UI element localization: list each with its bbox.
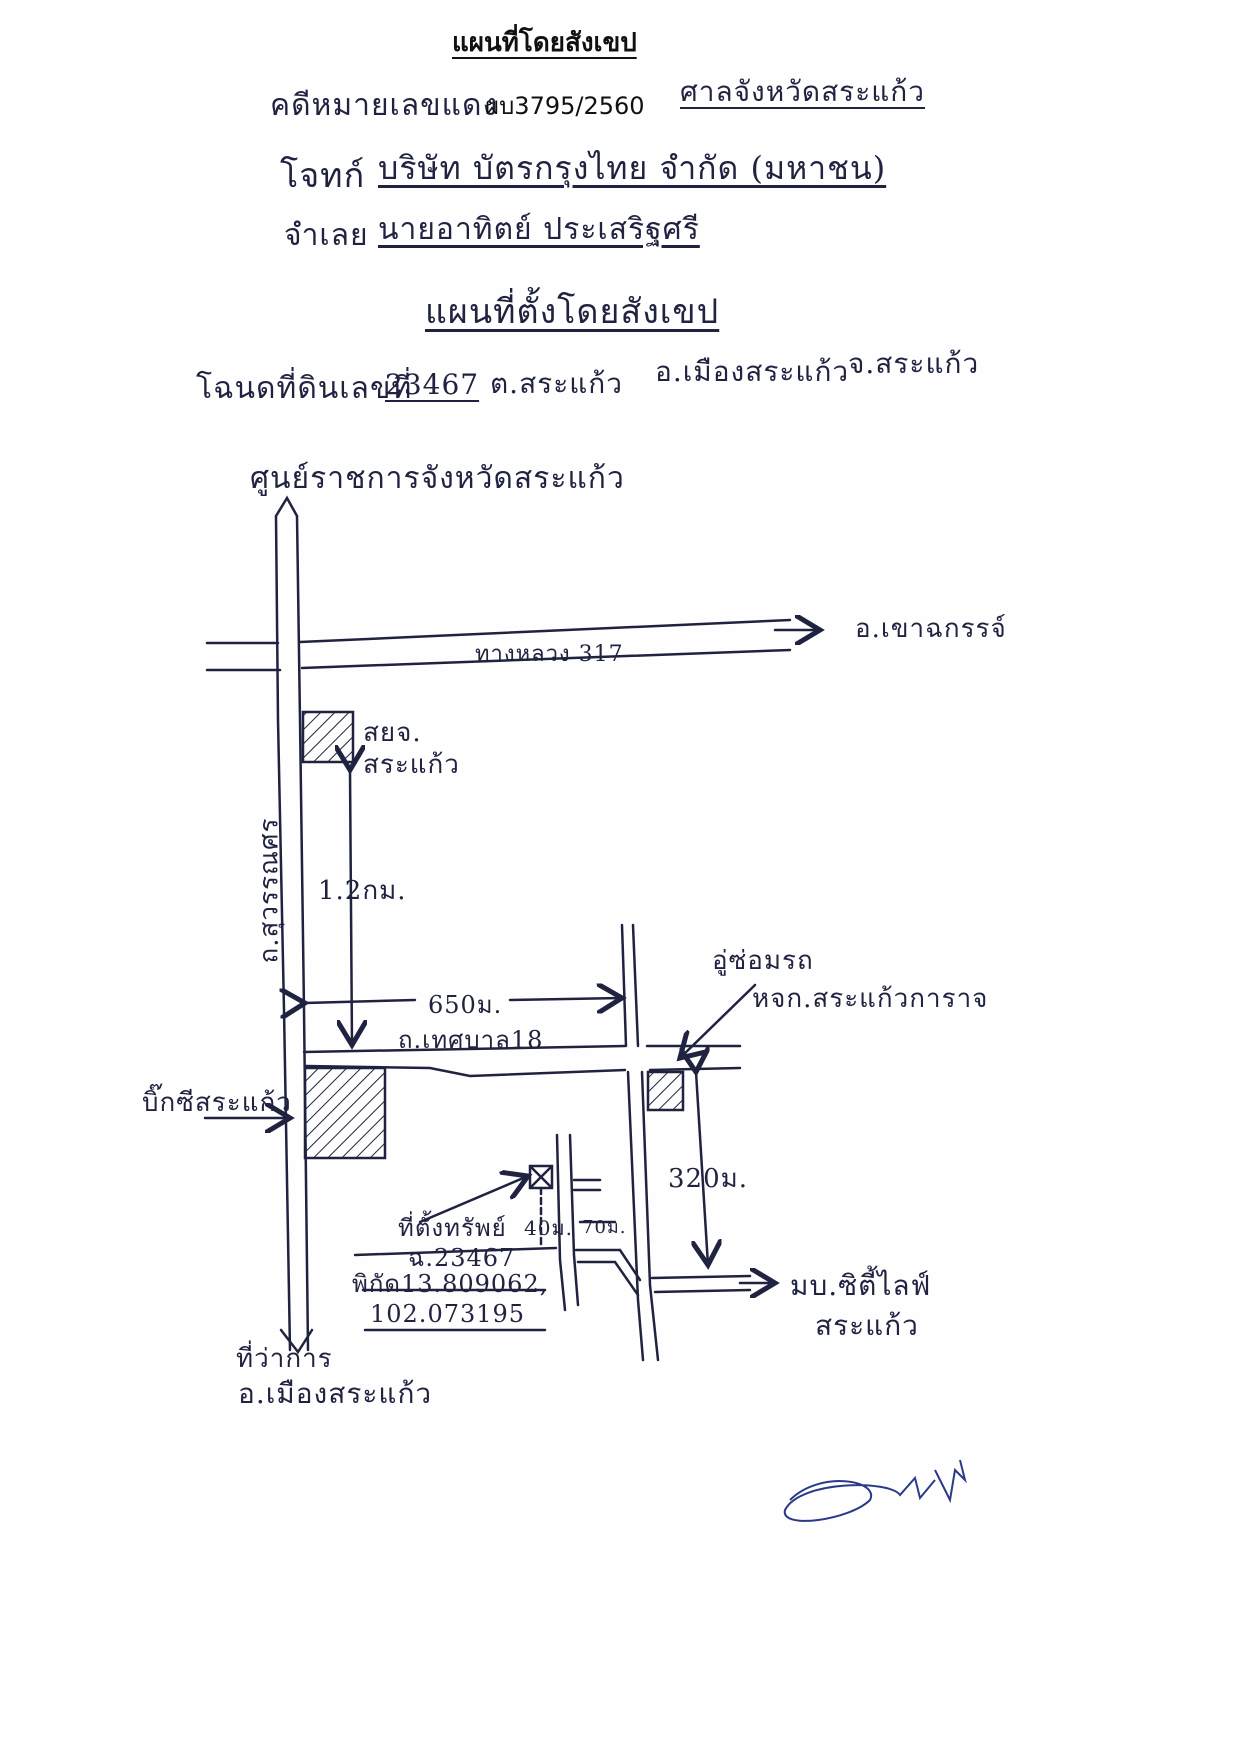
lane-junction-top (574, 1248, 642, 1282)
side-road-label: ถ.เทศบาล18 (398, 1026, 544, 1054)
coords-underline (353, 1246, 558, 1332)
property-deed-label: ฉ.23467 (408, 1244, 516, 1272)
lane-right (568, 1133, 580, 1307)
distance-40-label: 40ม. (524, 1216, 573, 1240)
garage-label-line2: หจก.สระแก้วการาจ (752, 984, 989, 1014)
deed-label: โฉนดที่ดินเลขที่ (196, 371, 413, 406)
defendant-label: จำเลย (284, 218, 369, 253)
highway-bottom-edge (205, 648, 792, 672)
dist-320-arrow (696, 1072, 708, 1265)
court-name: ศาลจังหวัดสระแก้ว (680, 75, 925, 108)
bottom-destination-line2: อ.เมืองสระแก้ว (238, 1377, 433, 1410)
distance-right-label: 320ม. (668, 1164, 749, 1194)
main-road-right-edge (295, 514, 310, 1352)
document-title: แผนที่โดยสังเขป (452, 28, 637, 58)
signature (783, 1459, 967, 1522)
top-destination-label: ศูนย์ราชการจังหวัดสระแก้ว (250, 461, 625, 496)
highway-label: ทางหลวง 317 (475, 642, 624, 667)
building-garage-hatched (646, 1070, 685, 1112)
map-subtitle: แผนที่ตั้งโดยสังเขป (425, 292, 720, 332)
plaintiff-label: โจทก์ (280, 156, 366, 196)
village-label-line1: มบ.ซิตี้ไลฟ์ (790, 1269, 932, 1302)
property-marker (528, 1164, 554, 1190)
property-pointer (418, 1176, 528, 1224)
lane-junction-bottom (576, 1260, 640, 1297)
village-road-top (650, 1274, 752, 1280)
distance-horizontal-label: 650ม. (428, 991, 503, 1019)
defendant-name: นายอาทิตย์ ประเสริฐศรี (378, 212, 700, 247)
village-label-line2: สระแก้ว (815, 1309, 919, 1342)
district: อ.เมืองสระแก้ว (655, 355, 850, 388)
building-bigc-hatched (303, 1066, 387, 1160)
village-road-bottom (653, 1288, 752, 1294)
dist-vertical-arrow (350, 770, 352, 1045)
dist-650-arrow-left (305, 1000, 417, 1003)
bottom-destination-line1: ที่ว่าการ (236, 1344, 333, 1374)
distance-70-label: 70ม. (582, 1217, 627, 1238)
coords-value: 102.073195 (370, 1300, 526, 1328)
north-arrow (274, 495, 299, 518)
right-road-left-edge (620, 923, 645, 1362)
vertical-road-label: ถ.สุวรรณศร (254, 817, 285, 964)
coords-label: พิกัด13.809062, (352, 1270, 549, 1298)
building-top-hatched (301, 710, 355, 764)
garage-pointer (680, 983, 757, 1058)
east-destination-label: อ.เขาฉกรรจ์ (855, 614, 1007, 644)
distance-vertical-label: 1.2กม. (318, 876, 407, 906)
province: จ.สระแก้ว (848, 347, 980, 380)
main-road-left-edge (274, 514, 292, 1352)
subdistrict: ต.สระแก้ว (490, 367, 623, 400)
landmark-top-line2: สระแก้ว (363, 750, 460, 780)
south-arrow (279, 1328, 314, 1355)
case-number: ผบ3795/2560 (485, 92, 645, 120)
lane-left (555, 1133, 567, 1312)
garage-label-line1: อู่ซ่อมรถ (712, 946, 814, 976)
bigc-label: บิ๊กซีสระแก้ว (142, 1088, 292, 1118)
highway-top-edge (205, 618, 792, 645)
property-label: ที่ตั้งทรัพย์ (398, 1214, 507, 1242)
dist-650-arrow-right (508, 998, 622, 1000)
case-label: คดีหมายเลขแดง (270, 88, 499, 123)
plaintiff-name: บริษัท บัตรกรุงไทย จำกัด (มหาชน) (378, 149, 887, 187)
right-road-right-edge (631, 923, 660, 1362)
landmark-top-line1: สยจ. (363, 718, 422, 748)
deed-number: 23467 (385, 368, 480, 401)
